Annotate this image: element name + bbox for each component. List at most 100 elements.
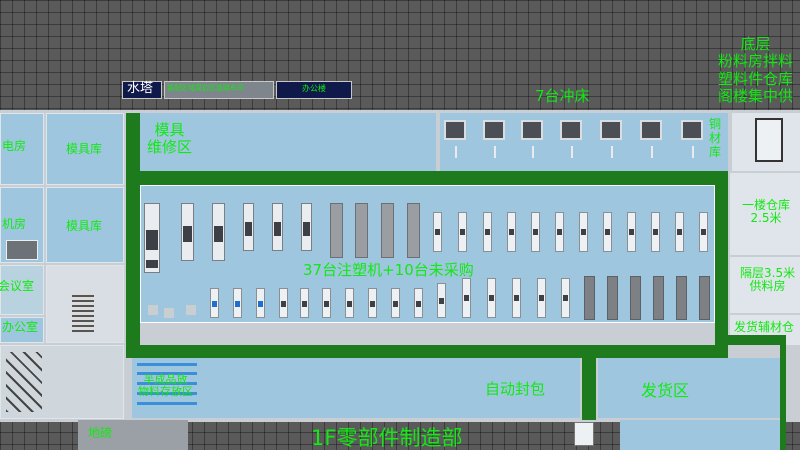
top-right-title: 底层 粉料房拌料 塑料件仓库 阁楼集中供 — [718, 35, 794, 105]
auto-seal-zone — [200, 358, 580, 418]
press-base — [494, 146, 496, 158]
injection-machine-small — [507, 212, 516, 252]
robot-arm — [148, 305, 158, 315]
injection-machine-small — [483, 212, 492, 252]
ground-scale-strip — [78, 420, 188, 450]
injection-machine — [243, 203, 254, 251]
injection-machine-small — [603, 212, 612, 252]
mold-repair-zone — [140, 113, 436, 171]
room-power — [0, 113, 44, 185]
storage-rack — [137, 382, 197, 385]
mold-store-2-label: 模具库 — [66, 219, 103, 233]
water-tower-box — [122, 81, 162, 99]
injection-machine-unpurchased — [355, 203, 368, 258]
ground-scale-label: 地磅 — [88, 426, 113, 440]
road-banner-label: 装配区域周边区道路车间 — [167, 84, 244, 92]
warehouse-1f-label: 一楼仓库 2.5米 — [742, 198, 791, 226]
aisle-right-vertical — [715, 171, 728, 358]
press-machine — [483, 120, 505, 140]
press-base — [611, 146, 613, 158]
injection-machine-unpurchased — [584, 276, 595, 320]
injection-machine-unpurchased — [653, 276, 664, 320]
injection-machine-small — [391, 288, 400, 318]
aisle-top-horizontal — [126, 171, 728, 185]
injection-machine-unpurchased — [607, 276, 618, 320]
injection-machine-unpurchased — [630, 276, 641, 320]
mezzanine-label: 隔层3.5米 供料房 — [740, 266, 796, 294]
injection-machine-small — [345, 288, 354, 318]
injection-machine-unpurchased — [381, 203, 394, 258]
injection-machine-small — [579, 212, 588, 252]
press-base — [455, 146, 457, 158]
room-warehouse-1f — [730, 173, 800, 255]
press-machine — [681, 120, 703, 140]
mold-store-1-label: 模具库 — [66, 142, 103, 156]
injection-machine-small — [256, 288, 265, 318]
injection-machine-small — [322, 288, 331, 318]
injection-machine-small — [414, 288, 423, 318]
shipping-zone — [598, 358, 780, 418]
auto-seal-label: 自动封包 — [485, 380, 546, 398]
lobby-furniture-icon — [6, 352, 42, 412]
shipping-label: 发货区 — [641, 381, 690, 400]
aux-room-label: 发货辅材仓 — [734, 320, 795, 334]
aisle-left-vertical — [126, 113, 140, 358]
robot-arm — [164, 308, 174, 318]
injection-machine-unpurchased — [330, 203, 343, 258]
aisle-right-edge — [780, 345, 786, 450]
storage-rack — [137, 363, 197, 366]
injection-machine-small — [699, 212, 708, 252]
injection-machine-unpurchased — [407, 203, 420, 258]
meeting-room-label: 会议室 — [0, 279, 35, 293]
injection-machine-small — [487, 278, 496, 318]
injection-machine-small — [437, 283, 446, 318]
press-base — [571, 146, 573, 158]
material-zone — [132, 358, 200, 418]
room-office — [0, 317, 44, 343]
press-machine — [640, 120, 662, 140]
storage-rack — [137, 402, 197, 405]
room-mold-store-2 — [46, 187, 124, 263]
injection-machine-small — [433, 212, 442, 252]
injection-machine — [212, 203, 225, 261]
dock-equipment-icon — [574, 422, 594, 446]
injection-machine-small — [458, 212, 467, 252]
robot-arm — [186, 305, 196, 315]
office-banner — [276, 81, 352, 99]
power-room-label: 电房 — [2, 139, 27, 153]
floor-title: 1F零部件制造部 — [311, 426, 463, 450]
press-machine — [600, 120, 622, 140]
injection-machine-small — [300, 288, 309, 318]
injection-machine-unpurchased — [699, 276, 710, 320]
injection-machine-small — [462, 278, 471, 318]
aisle-bottom-horizontal — [126, 345, 728, 358]
press-base — [532, 146, 534, 158]
machine-room-equipment-icon — [6, 240, 38, 260]
material-zone-label: 半成品放 物料存放区 — [138, 373, 193, 399]
storage-rack — [137, 392, 197, 395]
office-banner-label: 办公楼 — [302, 84, 326, 93]
top-right-equipment-icon — [755, 118, 783, 162]
injection-machine-small — [512, 278, 521, 318]
injection-machine-small — [279, 288, 288, 318]
aisle-border — [140, 185, 715, 323]
water-tower-label: 水塔 — [127, 81, 154, 96]
room-meeting — [0, 265, 44, 315]
aisle-right-branch — [728, 335, 786, 345]
shipping-dock — [620, 420, 780, 450]
injection-machine-small — [537, 278, 546, 318]
mold-repair-label: 模具 维修区 — [147, 121, 193, 156]
injection-machine-small — [368, 288, 377, 318]
press-machine — [444, 120, 466, 140]
storage-rack — [137, 372, 197, 375]
injection-machine-small — [627, 212, 636, 252]
injection-machine — [272, 203, 283, 251]
room-mezzanine — [730, 257, 800, 313]
injection-machine-small — [561, 278, 570, 318]
injection-machine-large — [144, 203, 160, 273]
press-machine — [521, 120, 543, 140]
injection-machine-small — [675, 212, 684, 252]
injection-machine-small — [555, 212, 564, 252]
office-label: 办公室 — [2, 320, 39, 334]
injection-machine — [301, 203, 312, 251]
